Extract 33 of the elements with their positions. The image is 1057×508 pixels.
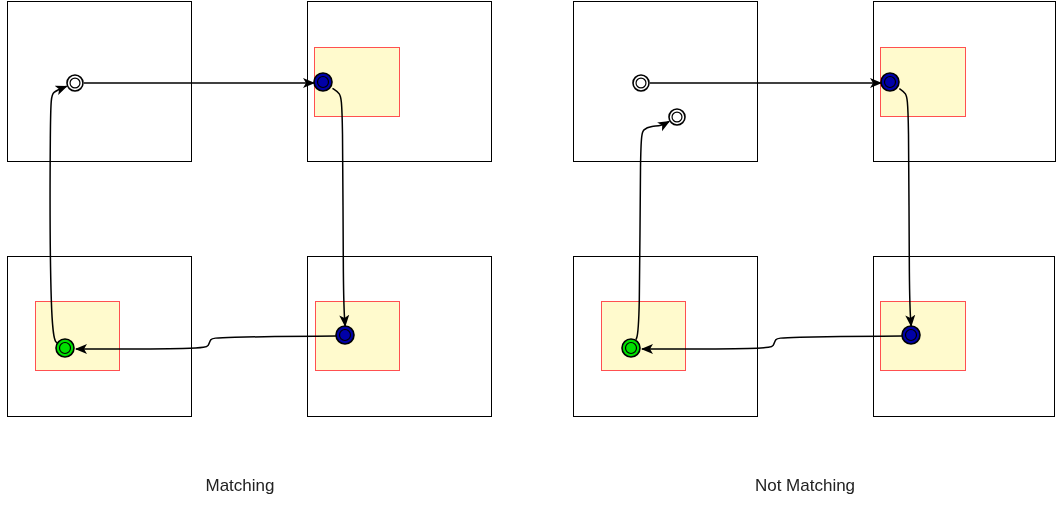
node-circle: [65, 73, 84, 92]
caption-text: Matching: [205, 476, 275, 496]
node-circle: [55, 338, 75, 358]
container-box: [573, 1, 758, 162]
container-box: [7, 1, 192, 162]
container-box: [873, 1, 1056, 162]
arrow: [75, 335, 337, 354]
highlight-box: [879, 46, 966, 117]
arrow: [83, 78, 315, 88]
node-circle: [631, 73, 650, 92]
highlight-box: [313, 46, 400, 117]
node-circle: [667, 107, 686, 126]
arrow: [649, 78, 882, 88]
container-box: [873, 256, 1055, 417]
node-circle: [901, 325, 921, 345]
container-box: [307, 1, 492, 162]
node-circle: [621, 338, 641, 358]
highlight-box: [879, 300, 966, 371]
arrow: [331, 87, 350, 328]
container-box: [573, 256, 758, 417]
node-circle: [313, 72, 333, 92]
arrow: [49, 85, 68, 345]
node-circle: [335, 325, 355, 345]
node-circle: [880, 72, 900, 92]
highlight-box: [600, 300, 686, 371]
container-box: [307, 256, 492, 417]
highlight-box: [314, 300, 400, 371]
arrow: [635, 120, 671, 341]
arrow: [641, 335, 903, 354]
arrow: [898, 87, 916, 328]
container-box: [7, 256, 192, 417]
highlight-box: [34, 300, 120, 371]
caption-text: Not Matching: [754, 476, 856, 496]
